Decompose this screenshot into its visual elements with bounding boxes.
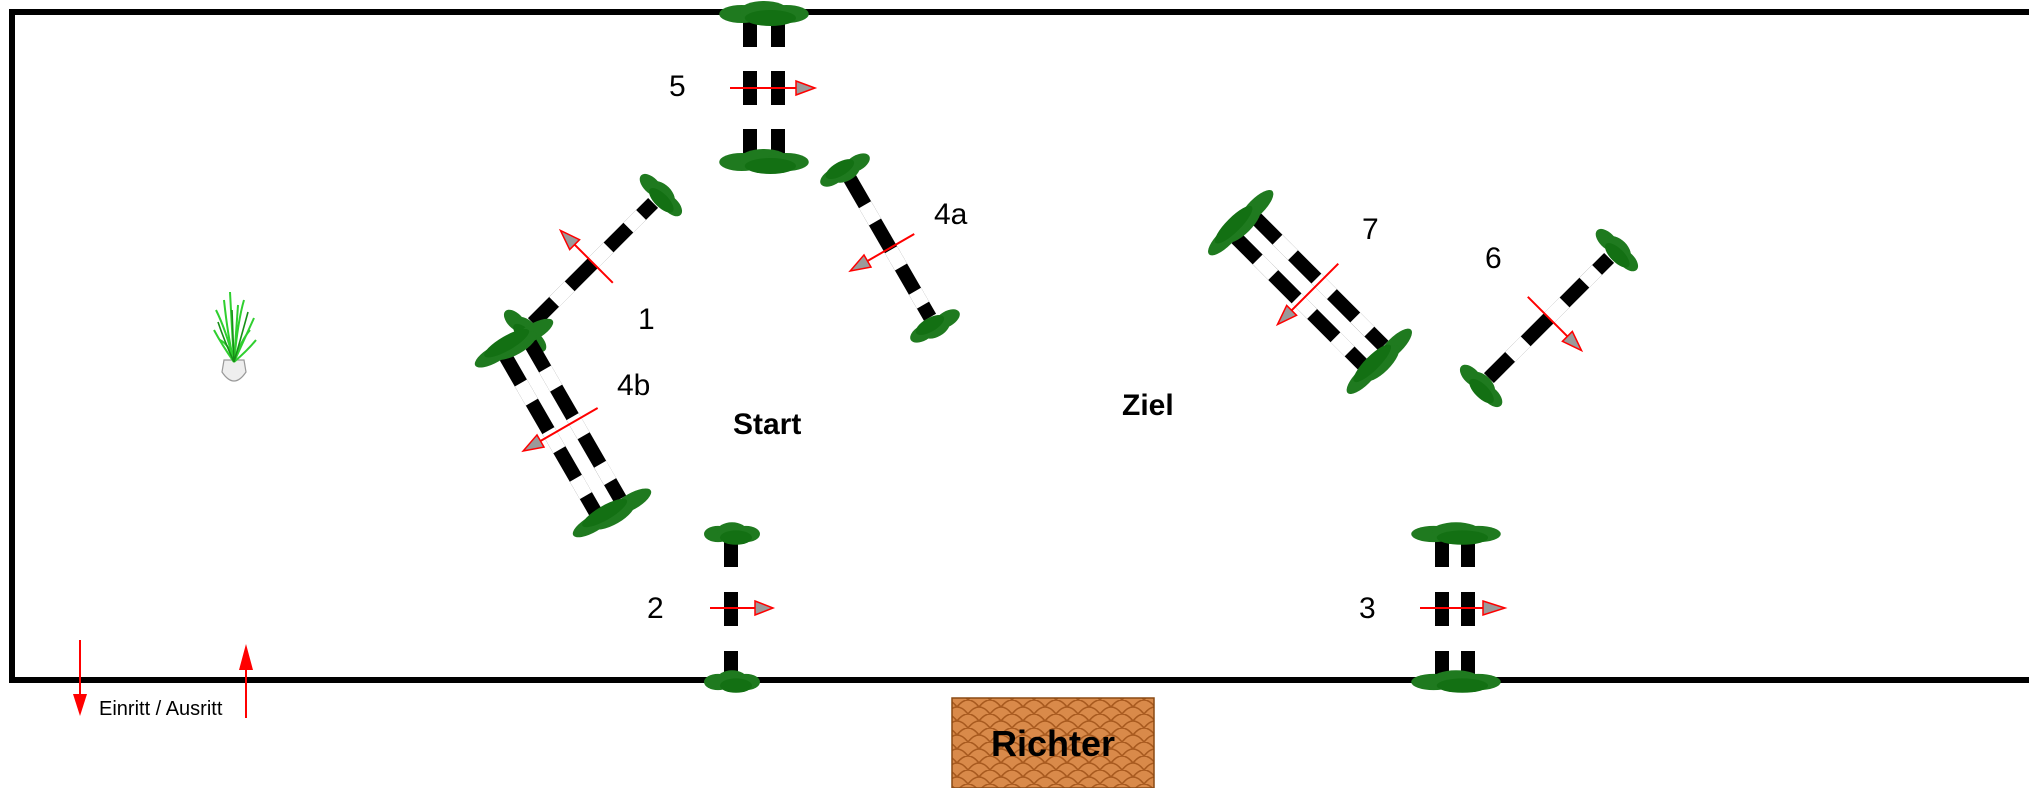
finish-label: Ziel: [1122, 389, 1174, 422]
arena-border: [9, 9, 2029, 683]
red-arrow-up-icon: [239, 644, 253, 718]
jump-label-2: 2: [647, 592, 664, 625]
direction-arrow-icon: [558, 228, 614, 284]
direction-arrow-icon: [710, 599, 776, 617]
jump-3: [1411, 522, 1508, 693]
direction-arrow-icon: [1420, 599, 1508, 617]
jump-label-3: 3: [1359, 592, 1376, 625]
jump-label-4a: 4a: [934, 198, 968, 231]
judge-label: Richter: [990, 723, 1116, 764]
potted-grass-icon: [213, 291, 257, 382]
direction-arrow-icon: [1527, 296, 1584, 353]
jump-label-1: 1: [638, 303, 655, 336]
jump-4b: [469, 311, 657, 546]
jump-label-6: 6: [1485, 242, 1502, 275]
jump-6: [1454, 222, 1645, 413]
jump-4a: [815, 147, 965, 350]
jump-label-5: 5: [669, 70, 686, 103]
jump-label-4b: 4b: [617, 369, 651, 402]
jump-1: [498, 167, 689, 358]
entry-exit-label: Einritt / Ausritt: [99, 698, 223, 720]
red-arrow-down-icon: [73, 640, 87, 716]
direction-arrow-icon: [848, 233, 915, 273]
direction-arrow-icon: [730, 79, 818, 97]
judge-box: [951, 697, 1155, 788]
direction-arrow-icon: [521, 407, 599, 453]
direction-arrow-icon: [1275, 263, 1339, 327]
start-label: Start: [733, 408, 802, 441]
jump-2: [704, 522, 776, 693]
jump-label-7: 7: [1362, 213, 1379, 246]
jump-7: [1201, 183, 1420, 402]
jump-5: [719, 1, 818, 174]
